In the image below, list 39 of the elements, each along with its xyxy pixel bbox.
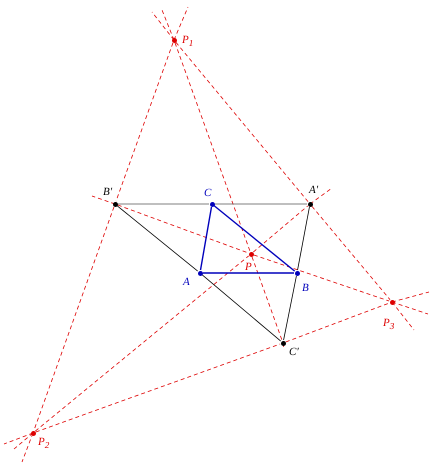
point-dot	[280, 340, 286, 346]
point-dot	[198, 270, 202, 276]
point-label: C′	[289, 347, 299, 358]
triangle-side	[203, 272, 294, 274]
dashed-line	[252, 206, 308, 252]
dashed-line	[34, 256, 250, 432]
triangle-side	[214, 205, 296, 272]
dashed-line	[253, 254, 390, 302]
dashed-line	[174, 42, 250, 252]
point-label: P	[245, 262, 252, 273]
point-label: P$_{2}$	[38, 437, 50, 450]
point-label: C	[204, 188, 212, 199]
point-dot	[248, 252, 254, 256]
point-label: B	[302, 283, 309, 294]
point-dot	[294, 270, 300, 276]
dashed-line	[312, 206, 390, 300]
point-label: A′	[309, 185, 318, 196]
point-dot	[172, 38, 176, 42]
point-label: P$_{1}$	[182, 35, 194, 48]
dashed-line	[34, 206, 114, 431]
point-dot	[210, 202, 214, 206]
dashed-line	[285, 302, 390, 342]
triangle-side	[202, 274, 282, 342]
dashed-line	[35, 344, 281, 432]
triangle-side	[200, 206, 212, 270]
triangle-side	[283, 276, 297, 340]
point-dot	[30, 430, 36, 436]
dashed-line	[176, 42, 308, 202]
dashed-line	[252, 256, 282, 341]
dashed-line	[117, 204, 249, 254]
point-label: P$_{3}$	[383, 318, 394, 332]
point-label: B′	[103, 187, 112, 198]
triangle-side	[297, 206, 310, 270]
triangle-side	[116, 205, 198, 272]
point-label: A	[183, 277, 190, 288]
dashed-line	[116, 42, 174, 202]
point-dot	[112, 202, 118, 206]
point-dot	[308, 202, 312, 206]
point-dot	[390, 300, 394, 304]
